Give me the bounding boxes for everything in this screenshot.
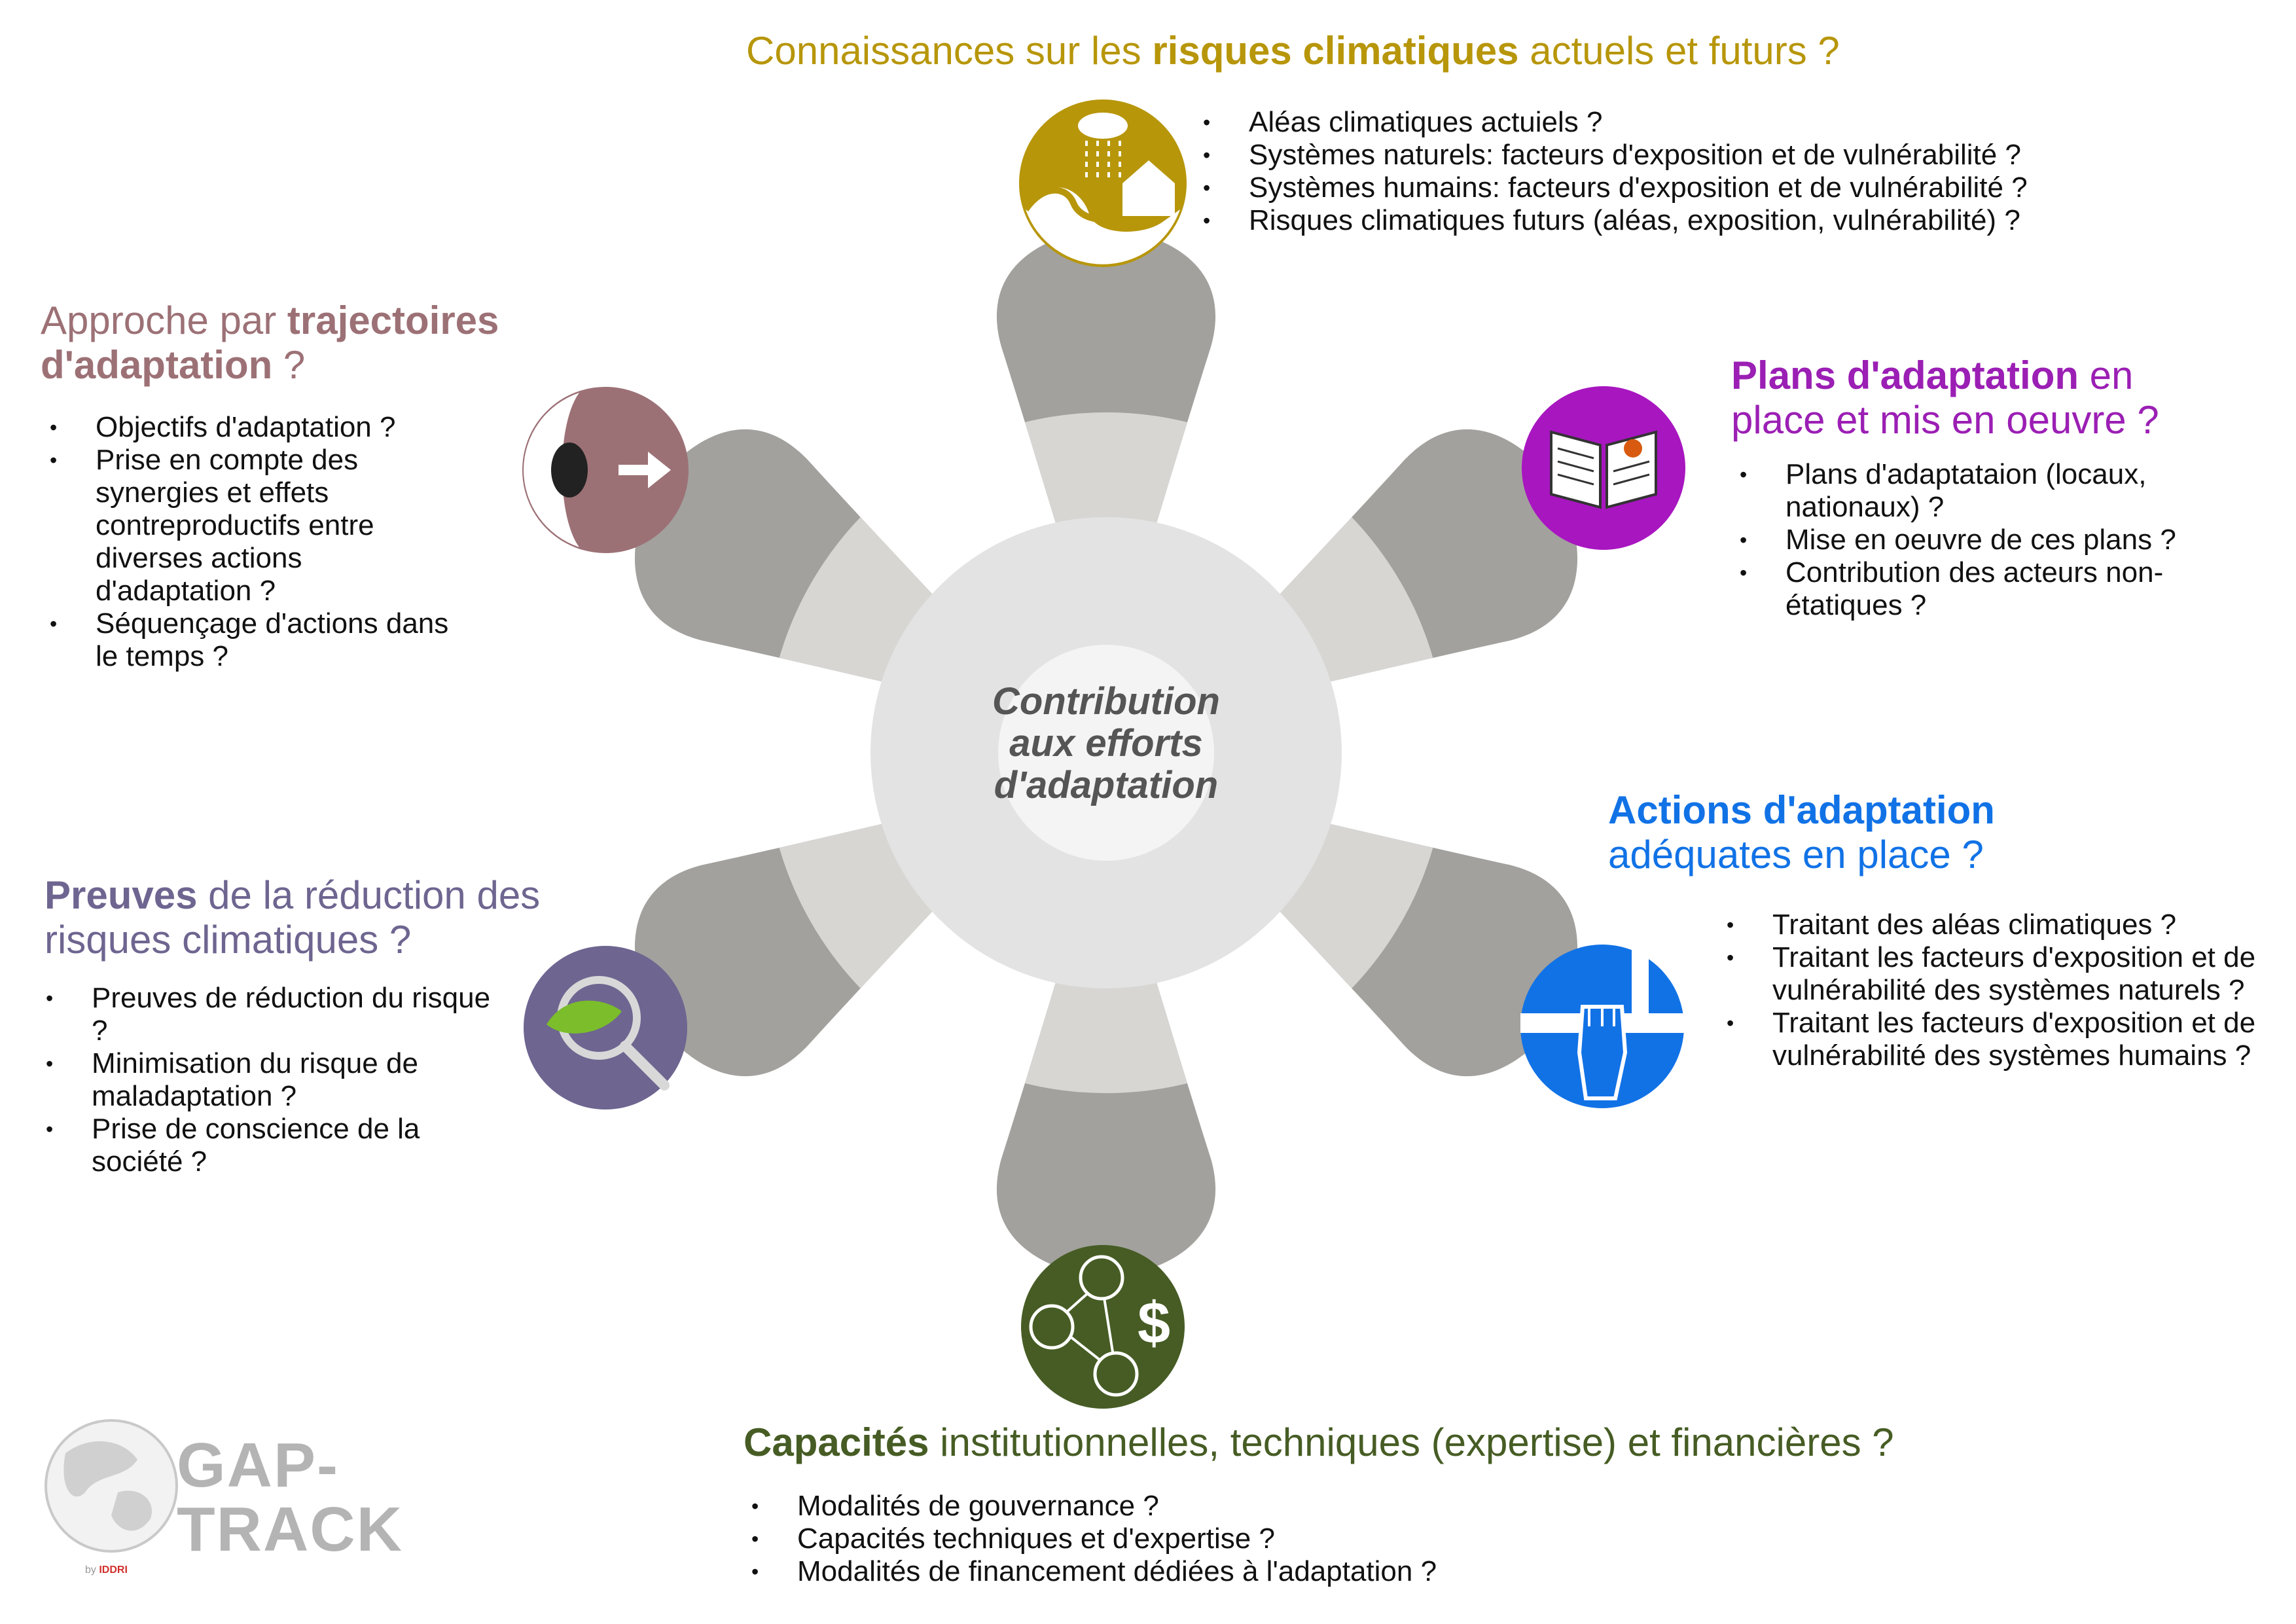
list-item: Traitant les facteurs d'exposition et de…	[1721, 941, 2291, 1007]
title-line2: adéquates en place ?	[1608, 833, 1984, 876]
section-actions-list: Traitant des aléas climatiques ?Traitant…	[1721, 909, 2291, 1072]
center-line-3: d'adaptation	[994, 764, 1219, 806]
title-line2-bold: d'adaptation	[41, 343, 273, 387]
section-risques: Connaissances sur les risques climatique…	[746, 29, 2186, 73]
list-item: Systèmes naturels: facteurs d'exposition…	[1198, 139, 2278, 171]
title-post: en	[2079, 353, 2134, 397]
list-item: Prise en compte des synergies et effets …	[45, 444, 463, 607]
title-bold: Preuves	[45, 873, 198, 917]
center-label: Contribution aux efforts d'adaptation	[969, 681, 1244, 806]
center-line-1: Contribution	[992, 680, 1220, 723]
section-trajectoires-title: Approche par trajectoires d'adaptation ?	[41, 298, 630, 388]
list-item: Prise de conscience de la société ?	[41, 1113, 499, 1178]
title-post: actuels et futurs ?	[1518, 29, 1840, 73]
open-book-icon	[1522, 386, 1685, 550]
title-pre: Approche par	[41, 298, 287, 342]
section-risques-title: Connaissances sur les risques climatique…	[746, 29, 2186, 73]
list-item: Risques climatiques futurs (aléas, expos…	[1198, 204, 2278, 237]
center-line-2: aux efforts	[1009, 722, 1203, 765]
title-bold: trajectoires	[287, 298, 499, 342]
magnifier-leaf-icon	[524, 946, 687, 1110]
title-bold: Capacités	[744, 1420, 929, 1464]
preuves-items: Preuves de réduction du risque ?Minimisa…	[41, 982, 499, 1178]
list-item: Capacités techniques et d'expertise ?	[746, 1523, 1793, 1555]
trajectoires-items: Objectifs d'adaptation ?Prise en compte …	[45, 411, 463, 673]
title-line2: risques climatiques ?	[45, 918, 412, 962]
title-post: de la réduction des	[197, 873, 541, 917]
title-post: institutionnelles, techniques (expertise…	[929, 1420, 1894, 1464]
gap-track-logo: GAP- TRACK by IDDRI	[39, 1407, 406, 1604]
logo-line-2: TRACK	[177, 1494, 403, 1564]
title-bold: Plans d'adaptation	[1731, 353, 2079, 397]
title-bold: Actions d'adaptation	[1608, 788, 1995, 832]
list-item: Objectifs d'adaptation ?	[45, 411, 463, 444]
logo-brand: IDDRI	[99, 1564, 128, 1576]
section-preuves-list: Preuves de réduction du risque ?Minimisa…	[41, 982, 499, 1178]
raised-fist-icon	[1520, 945, 1684, 1108]
title-pre: Connaissances sur les	[746, 29, 1153, 73]
list-item: Modalités de financement dédiées à l'ada…	[746, 1555, 1793, 1588]
list-item: Preuves de réduction du risque ?	[41, 982, 499, 1047]
logo-by-text: by	[85, 1564, 99, 1576]
title-line2-post: ?	[272, 343, 306, 387]
actions-items: Traitant des aléas climatiques ?Traitant…	[1721, 909, 2291, 1072]
list-item: Plans d'adaptataion (locaux, nationaux) …	[1734, 458, 2245, 524]
logo-byline: by IDDRI	[85, 1564, 128, 1576]
list-item: Mise en oeuvre de ces plans ?	[1734, 524, 2245, 556]
list-item: Minimisation du risque de maladaptation …	[41, 1047, 499, 1113]
globe-logo-icon	[45, 1419, 178, 1553]
network-people-money-icon: $	[1021, 1245, 1185, 1409]
flood-house-icon	[1019, 99, 1187, 267]
section-risques-list: Aléas climatiques actuiels ?Systèmes nat…	[1198, 106, 2278, 237]
section-trajectoires: Approche par trajectoires d'adaptation ?	[41, 298, 630, 388]
list-item: Aléas climatiques actuiels ?	[1198, 106, 2278, 139]
list-item: Modalités de gouvernance ?	[746, 1490, 1793, 1523]
list-item: Systèmes humains: facteurs d'exposition …	[1198, 171, 2278, 204]
list-item: Séquençage d'actions dans le temps ?	[45, 607, 463, 673]
svg-text:$: $	[1138, 1291, 1170, 1356]
section-capacites-title: Capacités institutionnelles, techniques …	[744, 1420, 2249, 1465]
section-capacites: Capacités institutionnelles, techniques …	[744, 1420, 2249, 1465]
list-item: Traitant des aléas climatiques ?	[1721, 909, 2291, 941]
list-item: Contribution des acteurs non-étatiques ?	[1734, 556, 2245, 622]
section-plans-list: Plans d'adaptataion (locaux, nationaux) …	[1734, 458, 2245, 622]
logo-text: GAP- TRACK	[177, 1434, 403, 1562]
eye-arrow-icon	[522, 387, 689, 553]
logo-line-1: GAP-	[177, 1430, 339, 1500]
section-capacites-list: Modalités de gouvernance ?Capacités tech…	[746, 1490, 1793, 1588]
title-line2: place et mis en oeuvre ?	[1731, 398, 2159, 442]
capacites-items: Modalités de gouvernance ?Capacités tech…	[746, 1490, 1793, 1588]
section-trajectoires-list: Objectifs d'adaptation ?Prise en compte …	[45, 411, 463, 673]
list-item: Traitant les facteurs d'exposition et de…	[1721, 1007, 2291, 1072]
plans-items: Plans d'adaptataion (locaux, nationaux) …	[1734, 458, 2245, 622]
title-bold: risques climatiques	[1152, 29, 1519, 73]
core-circle	[998, 645, 1214, 861]
risques-items: Aléas climatiques actuiels ?Systèmes nat…	[1198, 106, 2278, 237]
